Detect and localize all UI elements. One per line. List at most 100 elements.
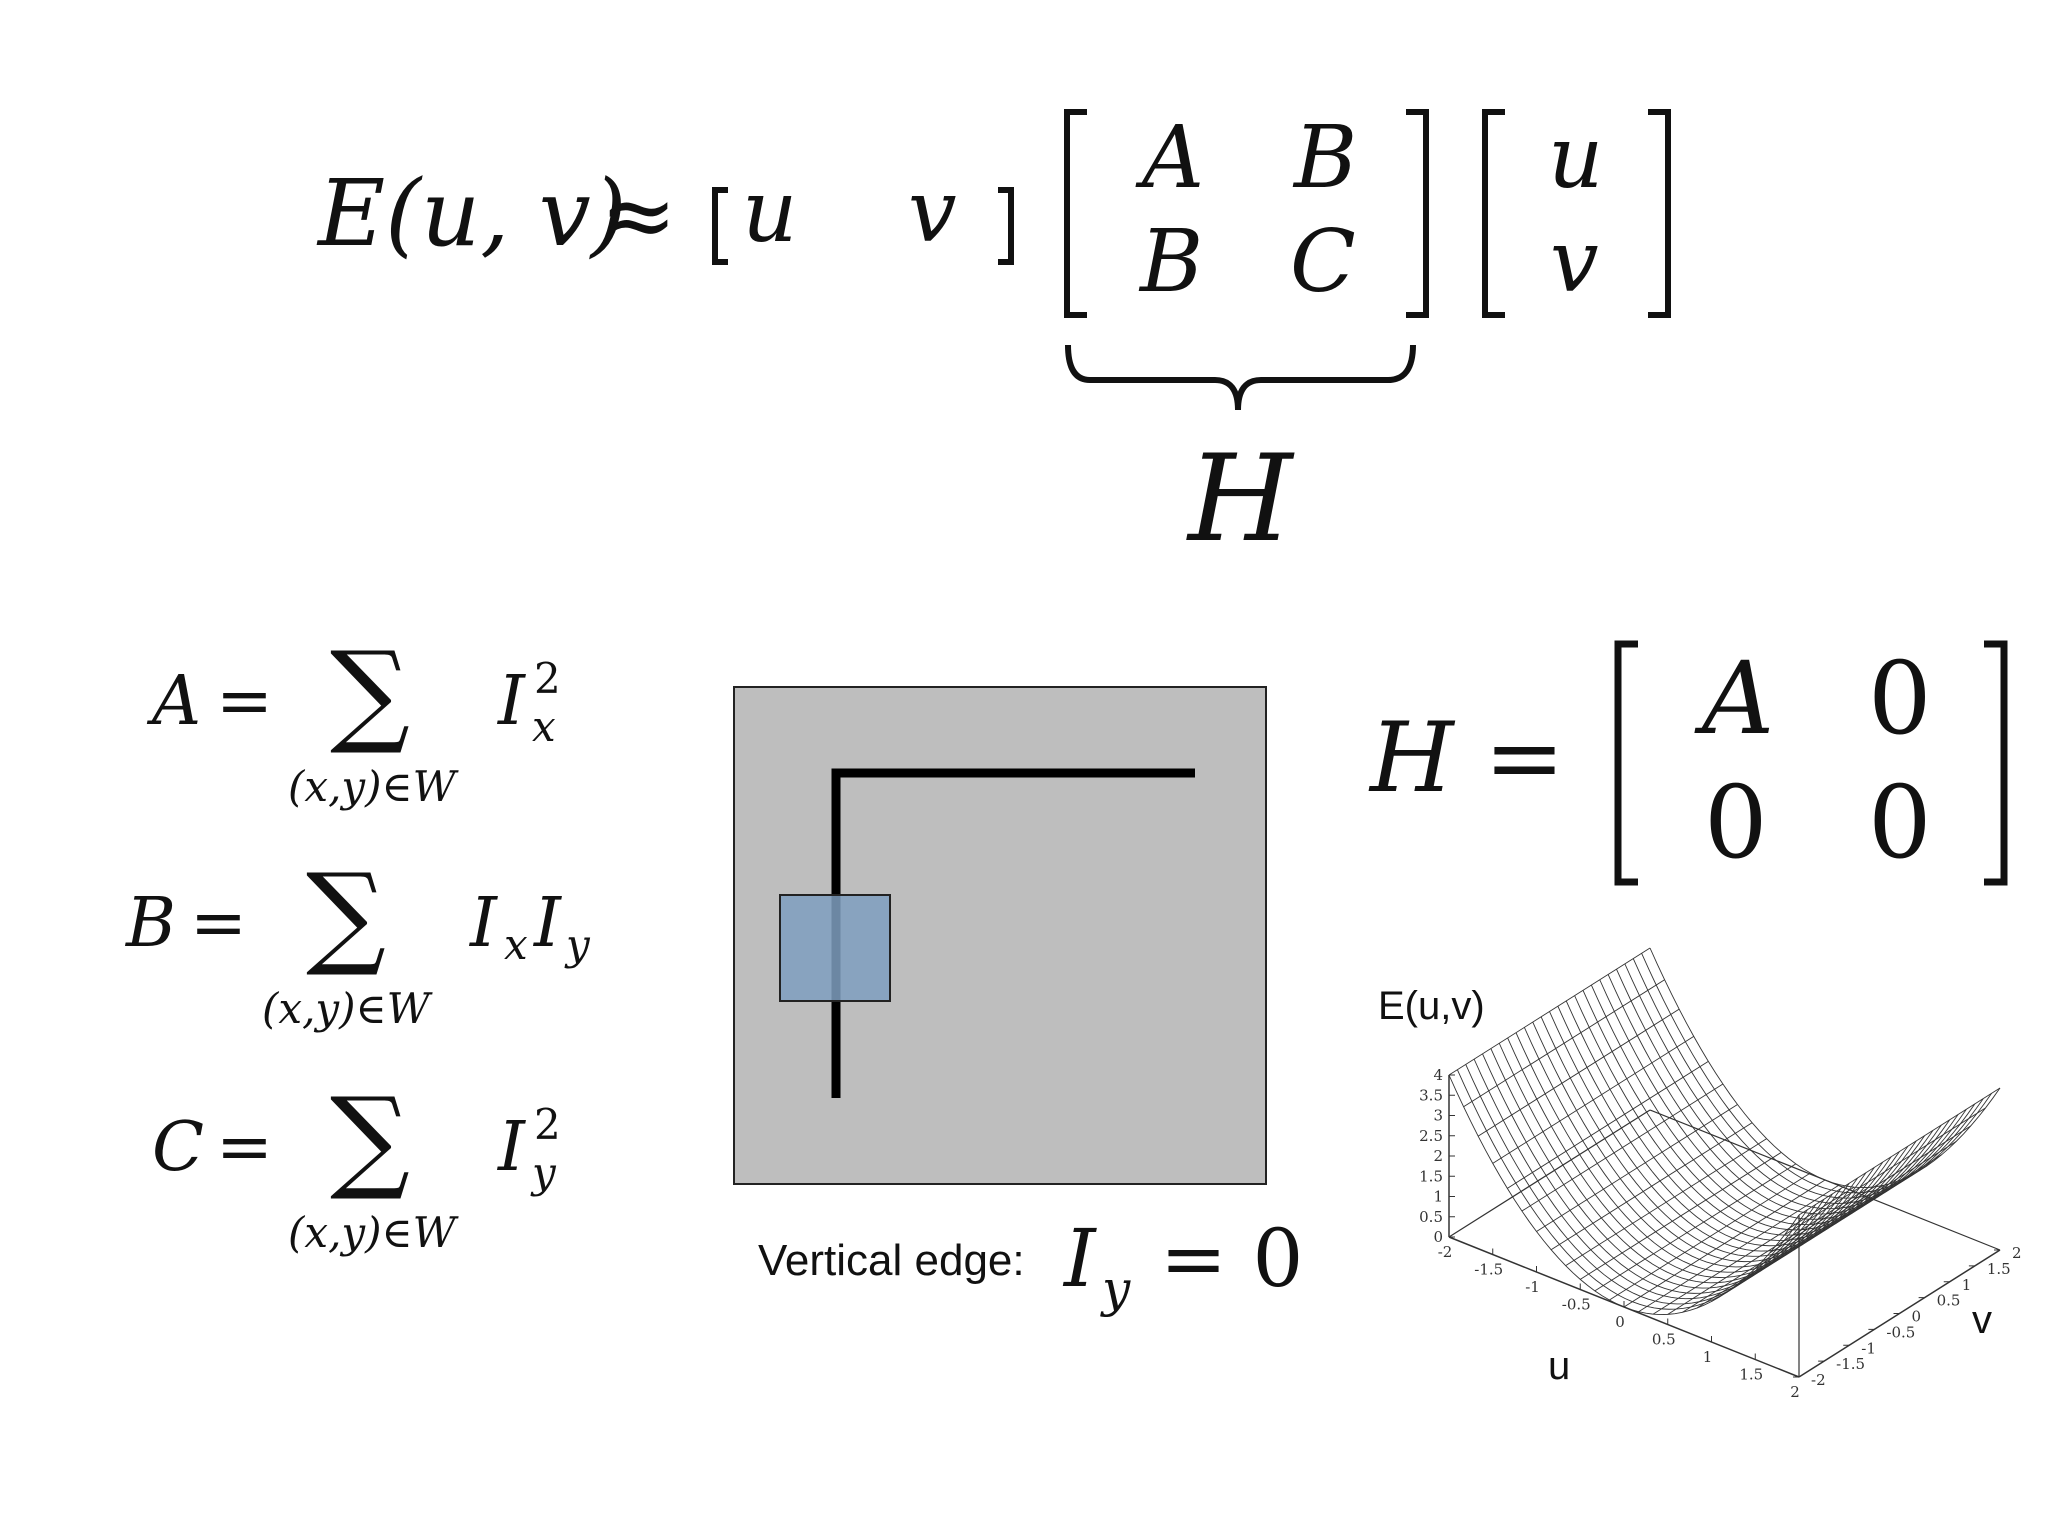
v-tick-label: 1.5 bbox=[1987, 1260, 2011, 1278]
surface-mesh-curve bbox=[1616, 968, 1967, 1210]
sum-b-equals: = bbox=[190, 884, 247, 963]
sum-c-subscript: (x,y)∈W bbox=[288, 1208, 456, 1257]
back-base-edge bbox=[1448, 1109, 1651, 1238]
col-vector-u: u bbox=[1548, 108, 1604, 208]
u-tick-label: -1.5 bbox=[1474, 1261, 1503, 1279]
sum-a-term-sub: x bbox=[532, 702, 556, 751]
edge-caption-sub: y bbox=[1102, 1260, 1131, 1318]
z-tick-label: 3.5 bbox=[1419, 1086, 1443, 1104]
surface-mesh-curve bbox=[1557, 1006, 1909, 1247]
v-tick-label: 0 bbox=[1912, 1308, 1922, 1326]
surface-mesh-curve bbox=[1607, 974, 1959, 1215]
h-matrix-a: A bbox=[1702, 640, 1775, 757]
sum-a-term: I bbox=[498, 662, 525, 741]
surface-mesh-curve bbox=[1507, 1037, 1858, 1278]
surface-mesh-curve bbox=[1624, 963, 1976, 1204]
surface-xlabel: u bbox=[1548, 1344, 1571, 1388]
sum-c-term-sub: y bbox=[532, 1148, 556, 1197]
sum-b-term-sub: x bbox=[504, 920, 528, 969]
u-tick-label: 1 bbox=[1703, 1348, 1713, 1366]
surface-mesh-curve bbox=[1590, 984, 1942, 1226]
surface-mesh-curve bbox=[1473, 1058, 1825, 1300]
energy-function-lhs: E(u, v) bbox=[318, 160, 627, 267]
sum-b-term: I bbox=[470, 884, 497, 963]
sum-c-lhs: C bbox=[152, 1108, 205, 1187]
edge-caption-rest: = 0 bbox=[1160, 1212, 1304, 1305]
h-matrix-brackets bbox=[1614, 640, 2008, 886]
surface-mesh-curve bbox=[1549, 1011, 1900, 1252]
surface-mesh-curve bbox=[1523, 1027, 1875, 1268]
u-tick-label: -1 bbox=[1525, 1278, 1540, 1296]
underbrace bbox=[1065, 344, 1416, 411]
h-eq-lhs: H = bbox=[1370, 702, 1565, 814]
matrix-brackets bbox=[712, 109, 1671, 411]
sum-b-term2: I bbox=[534, 884, 561, 963]
surface-mesh-curve bbox=[1482, 1053, 1833, 1294]
surface-mesh-curve bbox=[1641, 953, 1992, 1194]
sum-b-sigma: ∑ bbox=[306, 850, 386, 980]
z-tick-label: 2.5 bbox=[1419, 1127, 1443, 1145]
col-vector-v: v bbox=[1550, 212, 1599, 312]
surface-ylabel: v bbox=[1972, 1298, 1992, 1342]
u-tick-label: -2 bbox=[1438, 1243, 1453, 1261]
surface-mesh-curve bbox=[1582, 990, 1934, 1231]
u-tick-label: 0.5 bbox=[1652, 1331, 1676, 1349]
surface-mesh-curve bbox=[1456, 1069, 1808, 1310]
v-tick-label: -2 bbox=[1811, 1371, 1826, 1389]
sum-b-subscript: (x,y)∈W bbox=[262, 984, 430, 1033]
z-tick-label: 0 bbox=[1433, 1228, 1443, 1246]
surface-mesh-curve bbox=[1574, 995, 1925, 1236]
edge-image-panel bbox=[733, 686, 1267, 1185]
sum-a-sigma: ∑ bbox=[330, 628, 410, 758]
u-tick-label: -0.5 bbox=[1562, 1296, 1591, 1314]
surface-mesh-curve bbox=[1632, 958, 1984, 1199]
matrix-b-top: B bbox=[1294, 108, 1358, 208]
matrix-c: C bbox=[1290, 212, 1356, 312]
sum-b-term2-sub: y bbox=[566, 920, 590, 969]
row-vector-u: u bbox=[742, 162, 798, 262]
h-matrix-bottom-left: 0 bbox=[1704, 764, 1768, 881]
v-tick-label: -0.5 bbox=[1886, 1323, 1915, 1341]
edge-caption-i: I bbox=[1064, 1212, 1096, 1305]
surface-zlabel: E(u,v) bbox=[1378, 984, 1485, 1028]
z-tick-label: 3 bbox=[1433, 1107, 1443, 1125]
matrix-b-bottom: B bbox=[1140, 212, 1204, 312]
surface-mesh-curve bbox=[1599, 979, 1951, 1220]
sum-a-equals: = bbox=[216, 662, 273, 741]
brace-label-h: H bbox=[1188, 430, 1293, 569]
row-vector-v: v bbox=[908, 162, 957, 262]
sum-c-term-sup: 2 bbox=[534, 1100, 561, 1149]
sum-c-term: I bbox=[498, 1108, 525, 1187]
u-tick-label: 0 bbox=[1615, 1313, 1625, 1331]
z-tick-label: 1.5 bbox=[1419, 1167, 1443, 1185]
matrix-a: A bbox=[1142, 108, 1205, 208]
surface-mesh-curve bbox=[1532, 1021, 1884, 1263]
v-tick-label: 2 bbox=[2012, 1244, 2022, 1262]
sum-a-term-sup: 2 bbox=[534, 654, 561, 703]
z-tick-label: 2 bbox=[1433, 1147, 1443, 1165]
v-tick-label: -1.5 bbox=[1836, 1355, 1865, 1373]
surface-mesh-curve bbox=[1565, 1000, 1917, 1241]
z-tick-label: 4 bbox=[1433, 1066, 1443, 1084]
surface-mesh-curve bbox=[1465, 1064, 1817, 1305]
approx-symbol: ≈ bbox=[600, 162, 678, 269]
analysis-window bbox=[779, 894, 891, 1002]
z-tick-label: 1 bbox=[1433, 1188, 1443, 1206]
surface-mesh-curve bbox=[1490, 1048, 1842, 1289]
u-tick-label: 2 bbox=[1790, 1383, 1800, 1401]
sum-b-lhs: B bbox=[126, 884, 176, 963]
sum-c-equals: = bbox=[216, 1108, 273, 1187]
v-tick-label: -1 bbox=[1861, 1339, 1876, 1357]
sum-a-lhs: A bbox=[152, 662, 202, 741]
surface-mesh-curve bbox=[1540, 1016, 1892, 1257]
h-matrix-bottom-right: 0 bbox=[1868, 764, 1932, 881]
u-tick-label: 1.5 bbox=[1739, 1366, 1763, 1384]
surface-mesh-curve bbox=[1649, 947, 2001, 1189]
sum-c-sigma: ∑ bbox=[330, 1074, 410, 1204]
z-tick-label: 0.5 bbox=[1419, 1208, 1443, 1226]
surface-mesh-curve bbox=[1515, 1032, 1867, 1273]
v-tick-label: 0.5 bbox=[1937, 1292, 1961, 1310]
h-matrix-top-right: 0 bbox=[1868, 640, 1932, 757]
sum-a-subscript: (x,y)∈W bbox=[288, 762, 456, 811]
